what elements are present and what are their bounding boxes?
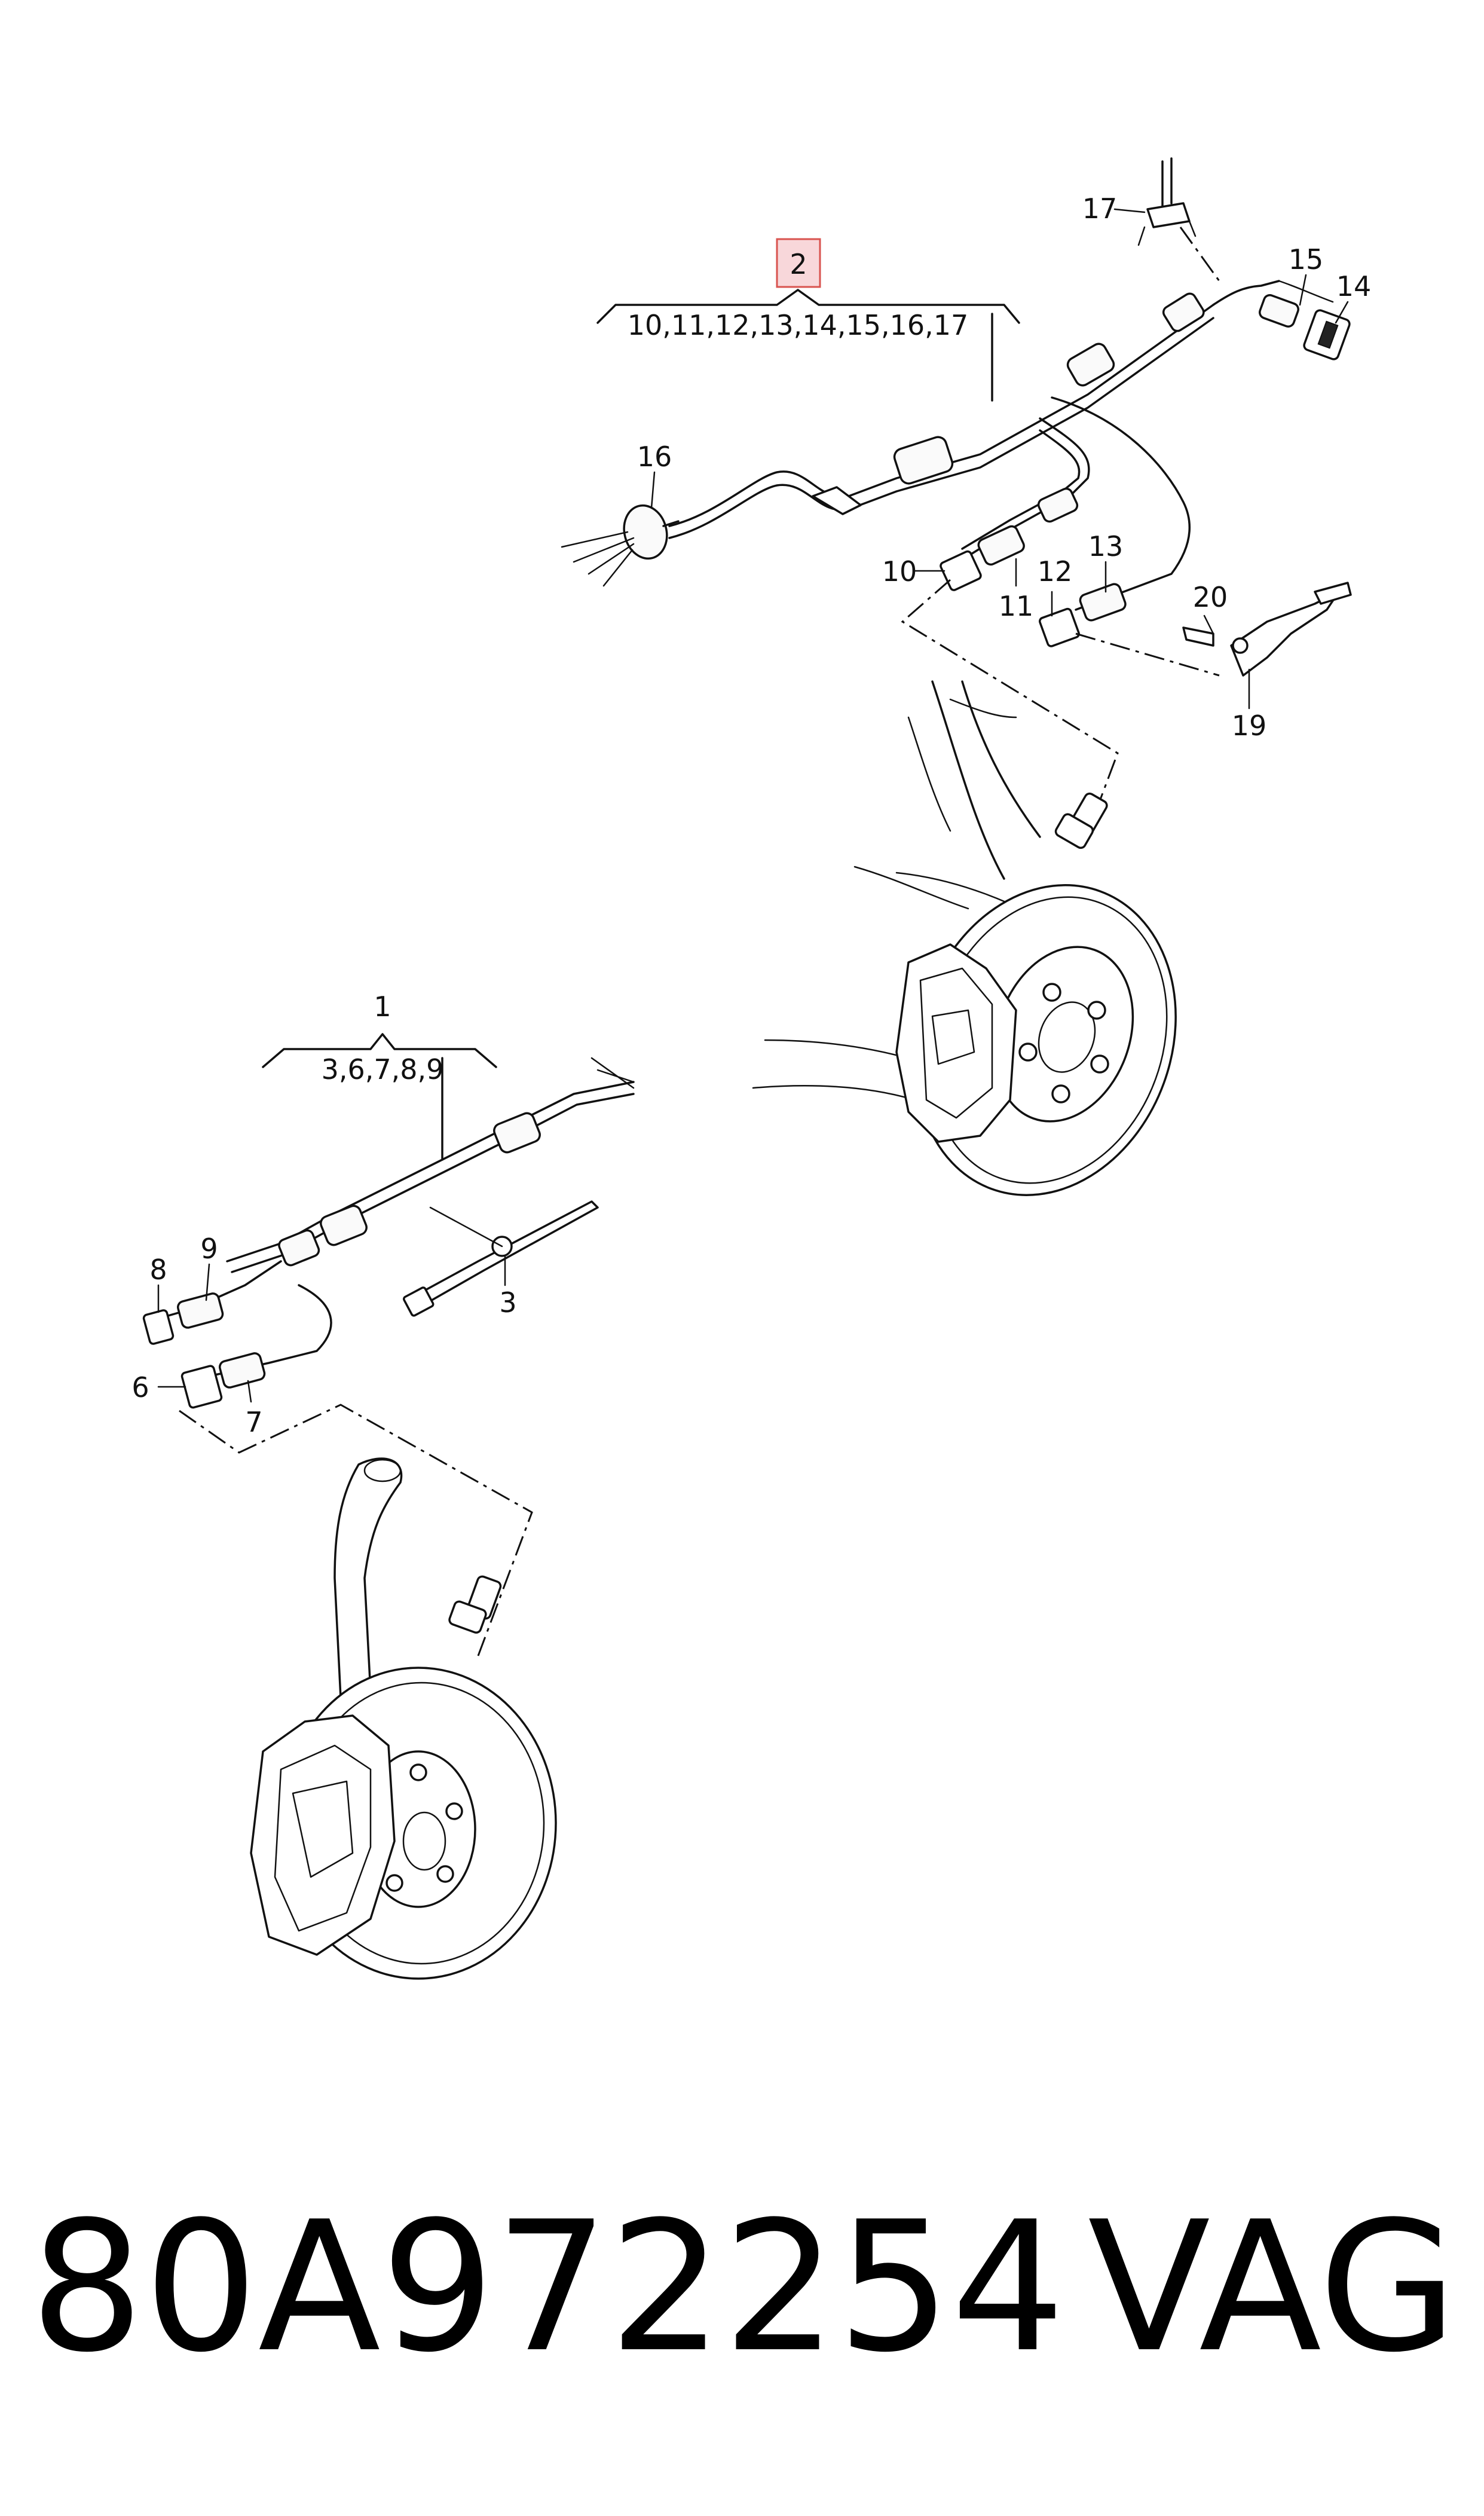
callout-6[interactable]: 6: [131, 1371, 149, 1404]
callout-10[interactable]: 10: [882, 555, 917, 588]
group-bracket-rear: [596, 289, 1020, 402]
callout-11[interactable]: 11: [999, 590, 1034, 622]
callout-1[interactable]: 1: [374, 990, 391, 1023]
callout-2[interactable]: 2: [790, 248, 807, 280]
callout-3[interactable]: 3: [499, 1286, 516, 1319]
callout-7[interactable]: 7: [245, 1406, 262, 1438]
leader-lines: [157, 208, 1349, 1403]
brand-label: VAG: [1088, 2183, 1457, 2392]
group-bracket-front: [262, 1033, 497, 1161]
callout-15[interactable]: 15: [1289, 243, 1324, 276]
callout-16[interactable]: 16: [637, 441, 672, 473]
callout-14[interactable]: 14: [1336, 270, 1372, 302]
callout-17[interactable]: 17: [1082, 192, 1118, 225]
callout-20[interactable]: 20: [1193, 581, 1228, 613]
callout-9[interactable]: 9: [200, 1233, 218, 1265]
front-brake-assembly: [250, 1457, 557, 1980]
group-label-front: 3,6,7,8,9: [322, 1053, 444, 1086]
part-number: 80A972254: [30, 2183, 1065, 2392]
highlight-box-2: [776, 238, 821, 288]
front-harness-assembly: [142, 1057, 635, 1656]
group-label-rear: 10,11,12,13,14,15,16,17: [628, 309, 969, 341]
callout-13[interactable]: 13: [1088, 530, 1124, 562]
callout-19[interactable]: 19: [1232, 710, 1267, 742]
callout-12[interactable]: 12: [1038, 555, 1073, 588]
rear-brake-assembly: [752, 680, 1177, 1196]
callout-8[interactable]: 8: [149, 1254, 167, 1286]
rear-harness-assembly: [561, 157, 1352, 802]
